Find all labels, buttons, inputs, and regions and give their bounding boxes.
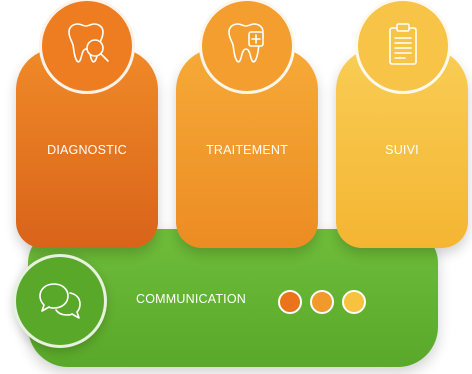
tooth-plus-icon bbox=[219, 18, 275, 74]
diagnostic-label: DIAGNOSTIC bbox=[47, 143, 127, 157]
light-orange-dot bbox=[310, 290, 334, 314]
suivi-icon-circle bbox=[355, 0, 451, 94]
clipboard-icon bbox=[375, 18, 431, 74]
orange-dot bbox=[278, 290, 302, 314]
yellow-dot bbox=[342, 290, 366, 314]
suivi-label: SUIVI bbox=[385, 143, 419, 157]
tooth-magnifier-icon bbox=[59, 18, 115, 74]
communication-label: COMMUNICATION bbox=[136, 292, 246, 306]
traitement-icon-circle bbox=[199, 0, 295, 94]
chat-bubbles-icon bbox=[32, 276, 88, 326]
communication-icon-circle bbox=[13, 254, 107, 348]
diagnostic-icon-circle bbox=[39, 0, 135, 94]
traitement-label: TRAITEMENT bbox=[206, 143, 288, 157]
